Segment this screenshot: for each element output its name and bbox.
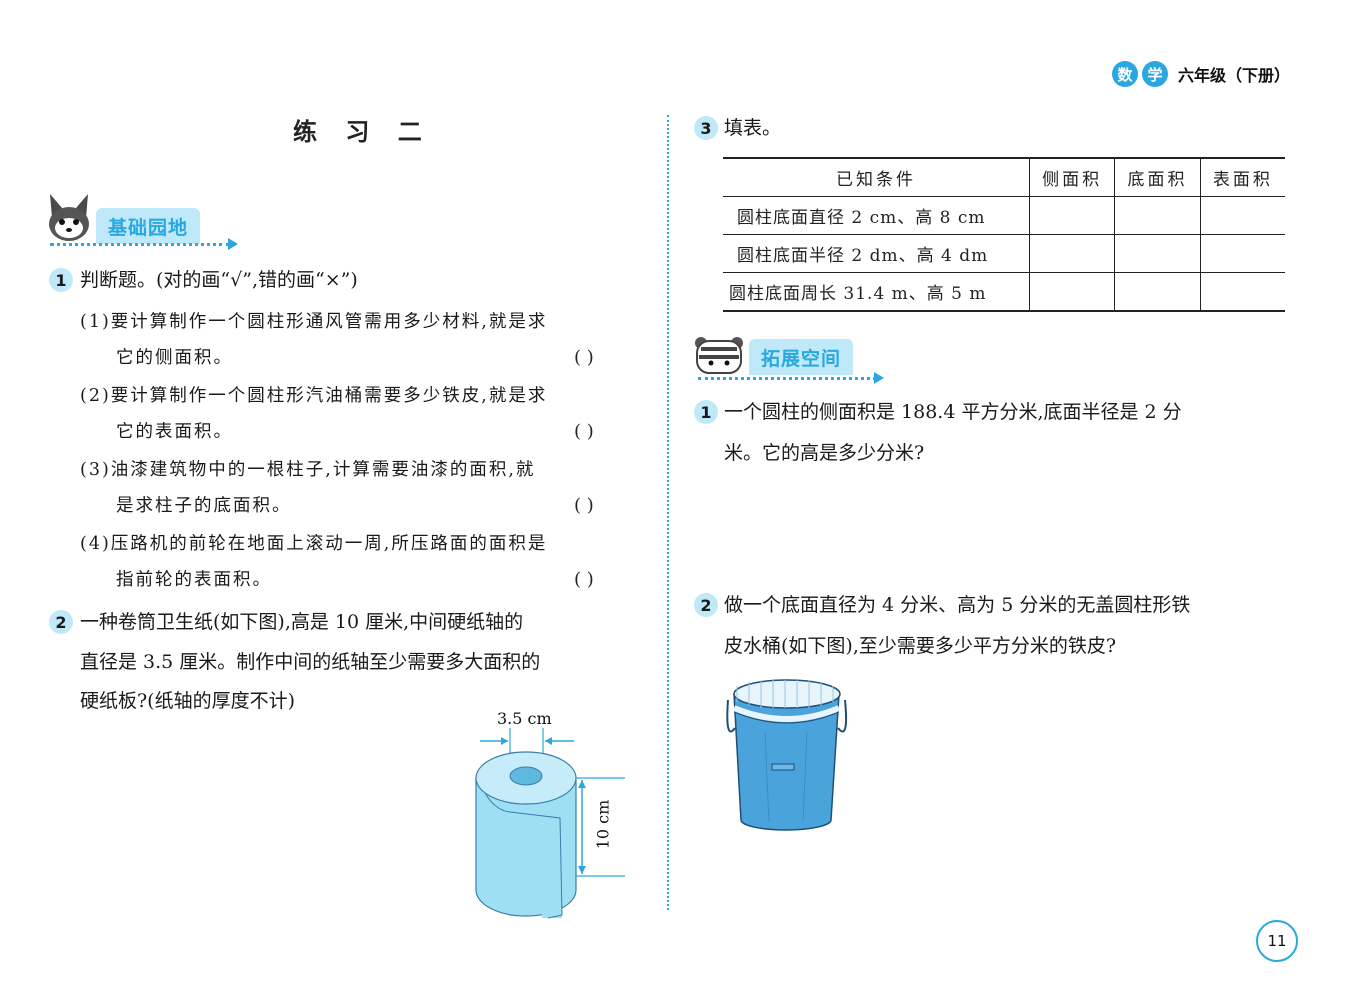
section-underline-extend	[698, 377, 876, 380]
question-number-1: 1	[49, 268, 73, 292]
table-cell-answer[interactable]	[1028, 234, 1115, 273]
arrow-right-icon	[874, 372, 884, 384]
toilet-roll-figure	[475, 728, 625, 919]
q1-item-2-line2: 它的表面积。	[116, 422, 233, 442]
question-1-prompt: 判断题。(对的画“√”,错的画“×”)	[80, 269, 358, 291]
table-cell-answer[interactable]	[1114, 272, 1201, 312]
q1-item-1-line1: (1)要计算制作一个圆柱形通风管需用多少材料,就是求	[80, 312, 548, 332]
grade-label: 六年级（下册）	[1178, 66, 1291, 85]
extend-question-number-2: 2	[694, 593, 718, 617]
table-cell-answer[interactable]	[1114, 234, 1201, 273]
extend-question-1-line2: 米。它的高是多少分米?	[724, 442, 925, 464]
answer-paren-4[interactable]: ( )	[574, 569, 594, 590]
question-number-3: 3	[694, 116, 718, 140]
arrow-right-icon	[228, 238, 238, 250]
q1-item-4-line2: 指前轮的表面积。	[116, 570, 272, 590]
section-label-basic: 基础园地	[96, 208, 201, 244]
table-cell-answer[interactable]	[1028, 272, 1115, 312]
dimension-diameter-label: 3.5 cm	[497, 709, 552, 728]
subject-badge-1: 数	[1112, 61, 1138, 87]
answer-paren-3[interactable]: ( )	[574, 495, 594, 516]
table-row: 圆柱底面半径 2 dm、高 4 dm	[723, 234, 1285, 273]
q1-item-3-line2: 是求柱子的底面积。	[116, 496, 292, 516]
table-cell-condition: 圆柱底面周长 31.4 m、高 5 m	[723, 272, 1030, 312]
table-header-row: 已知条件 侧面积 底面积 表面积	[723, 157, 1285, 197]
table-cell-answer[interactable]	[1199, 272, 1285, 312]
column-divider	[667, 115, 669, 910]
subject-badge-2: 学	[1142, 61, 1168, 87]
zebra-mascot-icon	[695, 337, 743, 374]
section-banner-basic: 基础园地	[46, 192, 201, 244]
dimension-height-label: 10 cm	[593, 799, 613, 850]
table-row: 圆柱底面周长 31.4 m、高 5 m	[723, 272, 1285, 312]
table-header: 表面积	[1199, 157, 1285, 197]
q1-item-3-line1: (3)油漆建筑物中的一根柱子,计算需要油漆的面积,就	[80, 460, 536, 480]
rabbit-mascot-icon	[49, 194, 89, 241]
section-underline-basic	[50, 243, 230, 246]
extend-question-2-line2: 皮水桶(如下图),至少需要多少平方分米的铁皮?	[724, 635, 1117, 657]
extend-question-1-line1: 一个圆柱的侧面积是 188.4 平方分米,底面半径是 2 分	[724, 401, 1182, 423]
table-cell-answer[interactable]	[1199, 234, 1285, 273]
page-header: 数 学 六年级（下册）	[1112, 61, 1290, 87]
table-row: 圆柱底面直径 2 cm、高 8 cm	[723, 196, 1285, 235]
section-banner-extend: 拓展空间	[693, 335, 854, 375]
table-cell-answer[interactable]	[1114, 196, 1201, 235]
q1-item-1-line2: 它的侧面积。	[116, 348, 233, 368]
q1-item-4-line1: (4)压路机的前轮在地面上滚动一周,所压路面的面积是	[80, 534, 548, 554]
table-cell-answer[interactable]	[1028, 196, 1115, 235]
extend-question-number-1: 1	[694, 400, 718, 424]
question-2-line1: 一种卷筒卫生纸(如下图),高是 10 厘米,中间硬纸轴的	[80, 611, 524, 633]
answer-paren-1[interactable]: ( )	[574, 347, 594, 368]
table-cell-condition: 圆柱底面半径 2 dm、高 4 dm	[723, 234, 1030, 273]
table-cell-condition: 圆柱底面直径 2 cm、高 8 cm	[723, 196, 1030, 235]
bucket-figure	[726, 679, 848, 831]
table-header: 底面积	[1114, 157, 1201, 197]
q1-item-2-line1: (2)要计算制作一个圆柱形汽油桶需要多少铁皮,就是求	[80, 386, 548, 406]
question-3-prompt: 填表。	[724, 117, 782, 139]
table-header: 侧面积	[1028, 157, 1115, 197]
answer-paren-2[interactable]: ( )	[574, 421, 594, 442]
fill-in-table: 已知条件 侧面积 底面积 表面积 圆柱底面直径 2 cm、高 8 cm 圆柱底面…	[723, 157, 1285, 312]
question-2-line3: 硬纸板?(纸轴的厚度不计)	[80, 690, 296, 712]
page-number: 11	[1256, 920, 1298, 962]
section-label-extend: 拓展空间	[749, 339, 854, 375]
table-header: 已知条件	[723, 157, 1030, 197]
page-title: 练 习 二	[293, 118, 432, 146]
question-number-2: 2	[49, 610, 73, 634]
table-cell-answer[interactable]	[1199, 196, 1285, 235]
extend-question-2-line1: 做一个底面直径为 4 分米、高为 5 分米的无盖圆柱形铁	[724, 594, 1191, 616]
question-2-line2: 直径是 3.5 厘米。制作中间的纸轴至少需要多大面积的	[80, 651, 541, 673]
